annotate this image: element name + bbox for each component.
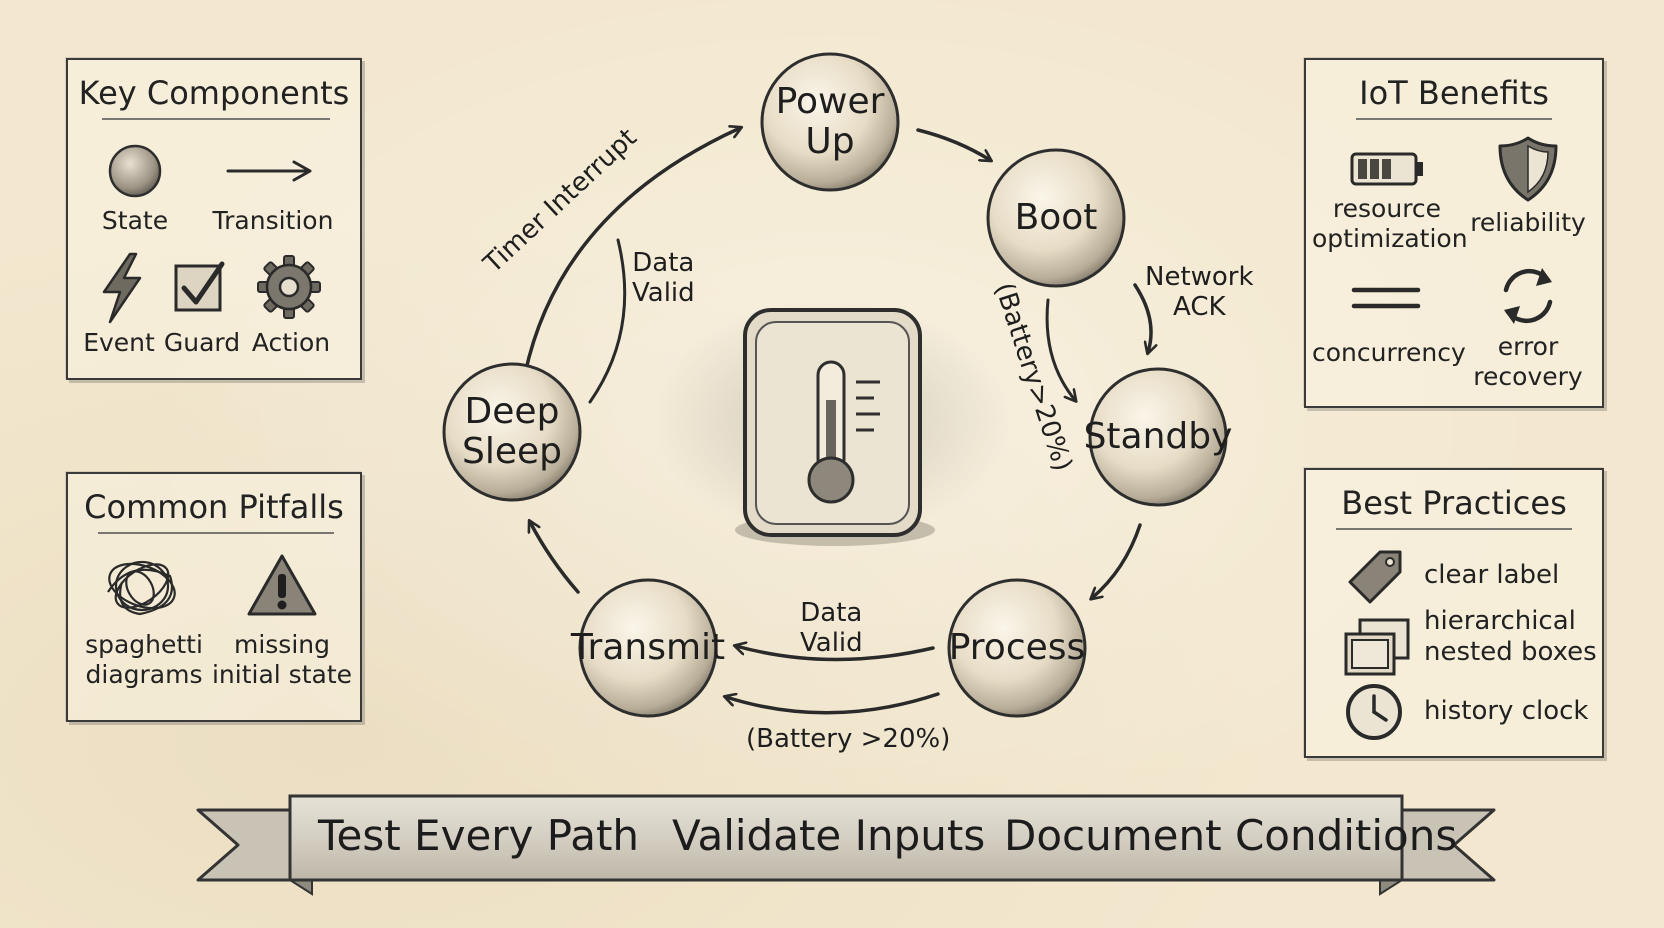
component-label-action: Action bbox=[251, 328, 331, 357]
parallel-lines-icon bbox=[1351, 287, 1421, 309]
key-components-panel: Key Components State Transition Event Gu… bbox=[66, 58, 362, 380]
state-label-boot: Boot bbox=[1014, 197, 1098, 238]
state-label-process: Process bbox=[948, 627, 1086, 668]
label-battery-process-transmit: (Battery >20%) bbox=[746, 724, 951, 754]
component-label-event: Event bbox=[83, 328, 155, 357]
arrow-icon bbox=[226, 160, 312, 182]
component-label-state: State bbox=[101, 206, 169, 235]
transition-boot-standby-network bbox=[1133, 283, 1151, 352]
state-transmit bbox=[578, 578, 718, 718]
transition-sleep-data-valid bbox=[588, 238, 627, 404]
common-pitfalls-title: Common Pitfalls bbox=[84, 488, 344, 526]
benefit-label-reliability: reliability bbox=[1470, 208, 1586, 237]
transition-boot-standby-battery bbox=[1045, 298, 1075, 400]
thermometer-sensor-icon bbox=[735, 308, 935, 546]
title-underline bbox=[1336, 528, 1572, 530]
banner-text-test-every-path: Test Every Path bbox=[318, 811, 640, 860]
tag-icon bbox=[1348, 550, 1402, 604]
clock-icon bbox=[1346, 684, 1402, 740]
checkbox-icon bbox=[174, 261, 225, 312]
transition-powerup-boot bbox=[916, 128, 990, 160]
key-components-title: Key Components bbox=[78, 74, 350, 112]
tangle-icon bbox=[107, 560, 176, 616]
transition-process-transmit-battery bbox=[726, 692, 940, 715]
lightning-icon bbox=[102, 252, 142, 324]
nested-boxes-icon bbox=[1344, 618, 1410, 676]
state-label-transmit: Transmit bbox=[570, 627, 726, 668]
battery-icon bbox=[1350, 152, 1423, 186]
state-power-up bbox=[760, 52, 900, 192]
component-label-transition: Transition bbox=[212, 206, 334, 235]
transition-process-transmit-data bbox=[736, 646, 935, 662]
banner-text-document-conditions: Document Conditions bbox=[1004, 811, 1458, 860]
ribbon-banner bbox=[196, 794, 1496, 896]
best-practices-title: Best Practices bbox=[1341, 484, 1567, 522]
state-label-standby: Standby bbox=[1083, 416, 1233, 457]
gear-icon bbox=[257, 255, 321, 319]
refresh-icon bbox=[1503, 268, 1553, 324]
iot-benefits-title: IoT Benefits bbox=[1359, 74, 1549, 112]
circle-state-icon bbox=[108, 144, 162, 198]
transition-transmit-sleep bbox=[530, 522, 580, 594]
transition-sleep-powerup-timer bbox=[523, 128, 740, 376]
transition-standby-process bbox=[1092, 523, 1142, 598]
state-boot bbox=[986, 148, 1126, 288]
state-standby bbox=[1088, 367, 1228, 507]
title-underline bbox=[98, 532, 334, 534]
state-deep-sleep bbox=[442, 362, 582, 502]
state-process bbox=[947, 578, 1087, 718]
benefit-label-concurrency: concurrency bbox=[1312, 338, 1466, 367]
component-label-guard: Guard bbox=[163, 328, 241, 357]
title-underline bbox=[1356, 118, 1552, 120]
title-underline bbox=[102, 118, 330, 120]
practice-label-clear-label: clear label bbox=[1424, 560, 1560, 590]
warning-icon bbox=[247, 554, 317, 616]
banner-text-validate-inputs: Validate Inputs bbox=[672, 811, 986, 860]
shield-icon bbox=[1498, 136, 1558, 202]
practice-label-history-clock: history clock bbox=[1424, 696, 1589, 726]
